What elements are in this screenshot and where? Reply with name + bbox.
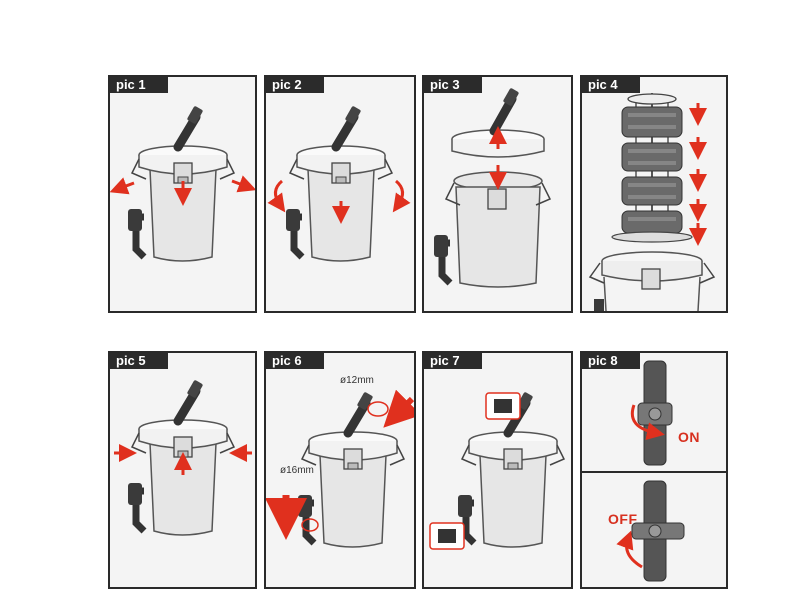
canister-illustration [429, 353, 571, 587]
panel-4-label: pic 4 [582, 77, 640, 93]
rotate-arrow-off [616, 530, 643, 569]
arrow [110, 177, 135, 195]
arrow [231, 175, 255, 193]
rotate-arrow-left [267, 179, 286, 213]
filter-media-illustration [588, 93, 716, 311]
panel-1-label: pic 1 [110, 77, 168, 93]
hose-size-16mm-label: ø16mm [280, 465, 314, 476]
panel-5: pic 5 [108, 351, 257, 589]
canister-illustration [114, 353, 252, 587]
panel-2-label: pic 2 [266, 77, 324, 93]
panel-7: pic 7 [422, 351, 573, 589]
panel-1: pic 1 [108, 75, 257, 313]
valve-off-label: OFF [608, 511, 638, 527]
panel-2: pic 2 [264, 75, 416, 313]
panel-3: pic 3 [422, 75, 573, 313]
panel-8-label: pic 8 [582, 353, 640, 369]
canister-illustration [434, 88, 552, 288]
panel-8-divider [582, 471, 726, 473]
rotate-arrow-right [392, 179, 411, 213]
valve-on-label: ON [678, 429, 700, 445]
canister-illustration [110, 77, 255, 311]
panel-7-label: pic 7 [424, 353, 482, 369]
canister-illustration [267, 77, 411, 311]
panel-6-label: pic 6 [266, 353, 324, 369]
panel-3-label: pic 3 [424, 77, 482, 93]
panel-8: pic 8 ON OFF [580, 351, 728, 589]
arrow [383, 389, 414, 428]
panel-5-label: pic 5 [110, 353, 168, 369]
valve-illustration [616, 360, 685, 582]
panel-4: pic 4 [580, 75, 728, 313]
rotate-arrow-on [630, 404, 665, 441]
canister-illustration [266, 353, 414, 587]
panel-6: pic 6 ø12mm ø16mm [264, 351, 416, 589]
hose-size-12mm-label: ø12mm [340, 375, 374, 386]
